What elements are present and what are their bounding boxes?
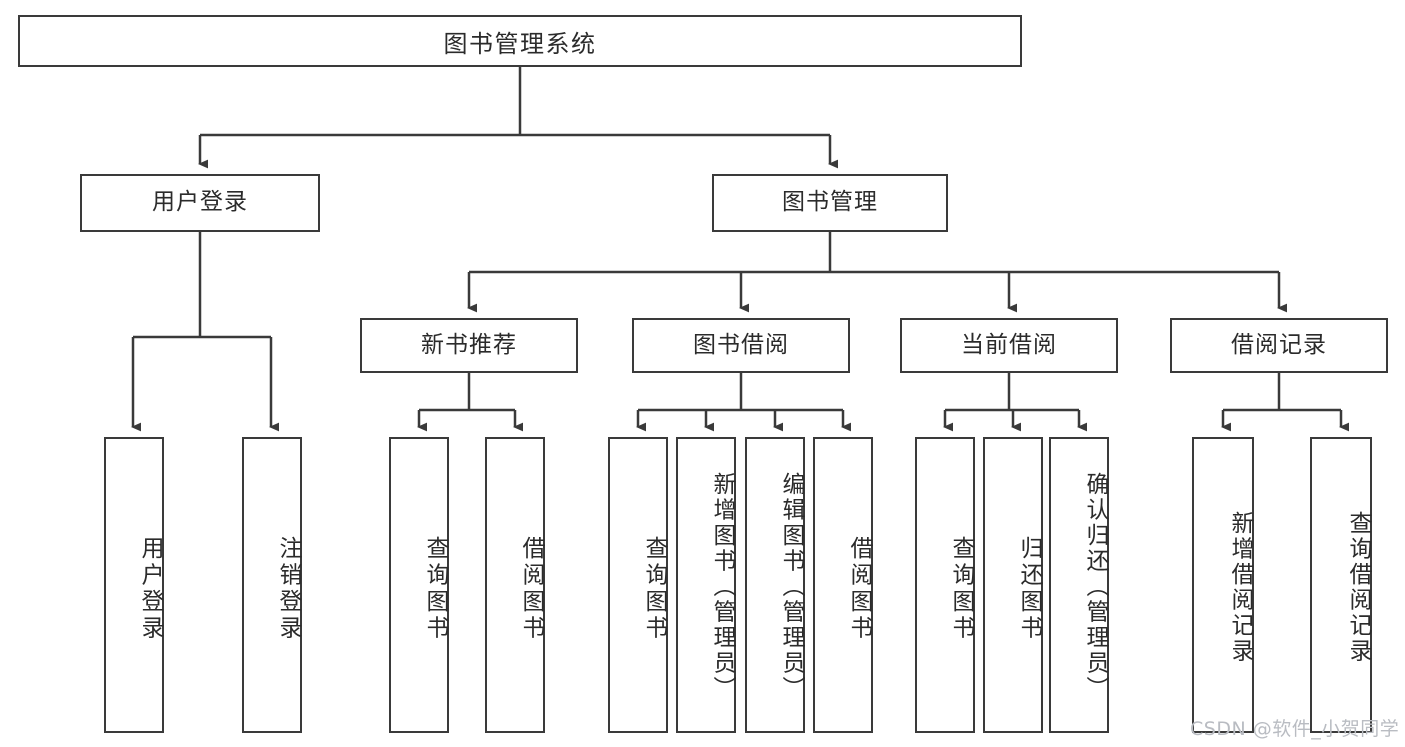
- node-book-management[interactable]: 图书管理: [712, 174, 948, 232]
- leaf-query-books-borrow[interactable]: 查询图书: [608, 437, 668, 733]
- node-book-borrow[interactable]: 图书借阅: [632, 318, 850, 373]
- leaf-borrow-books-recommend[interactable]: 借阅图书: [485, 437, 545, 733]
- leaf-add-book-admin[interactable]: 新增图书（管理员）: [676, 437, 736, 733]
- leaf-user-logout[interactable]: 注销登录: [242, 437, 302, 733]
- leaf-confirm-return-admin[interactable]: 确认归还（管理员）: [1049, 437, 1109, 733]
- leaf-query-borrow-record[interactable]: 查询借阅记录: [1310, 437, 1372, 733]
- node-user-login[interactable]: 用户登录: [80, 174, 320, 232]
- node-current-borrow[interactable]: 当前借阅: [900, 318, 1118, 373]
- leaf-query-books-current[interactable]: 查询图书: [915, 437, 975, 733]
- csdn-watermark: CSDN @软件_小贺同学: [1190, 718, 1400, 740]
- node-borrow-records[interactable]: 借阅记录: [1170, 318, 1388, 373]
- leaf-query-books-recommend[interactable]: 查询图书: [389, 437, 449, 733]
- leaf-return-books[interactable]: 归还图书: [983, 437, 1043, 733]
- leaf-borrow-books[interactable]: 借阅图书: [813, 437, 873, 733]
- node-new-book-recommend[interactable]: 新书推荐: [360, 318, 578, 373]
- leaf-add-borrow-record[interactable]: 新增借阅记录: [1192, 437, 1254, 733]
- leaf-edit-book-admin[interactable]: 编辑图书（管理员）: [745, 437, 805, 733]
- leaf-user-login[interactable]: 用户登录: [104, 437, 164, 733]
- node-root-system[interactable]: 图书管理系统: [18, 15, 1022, 67]
